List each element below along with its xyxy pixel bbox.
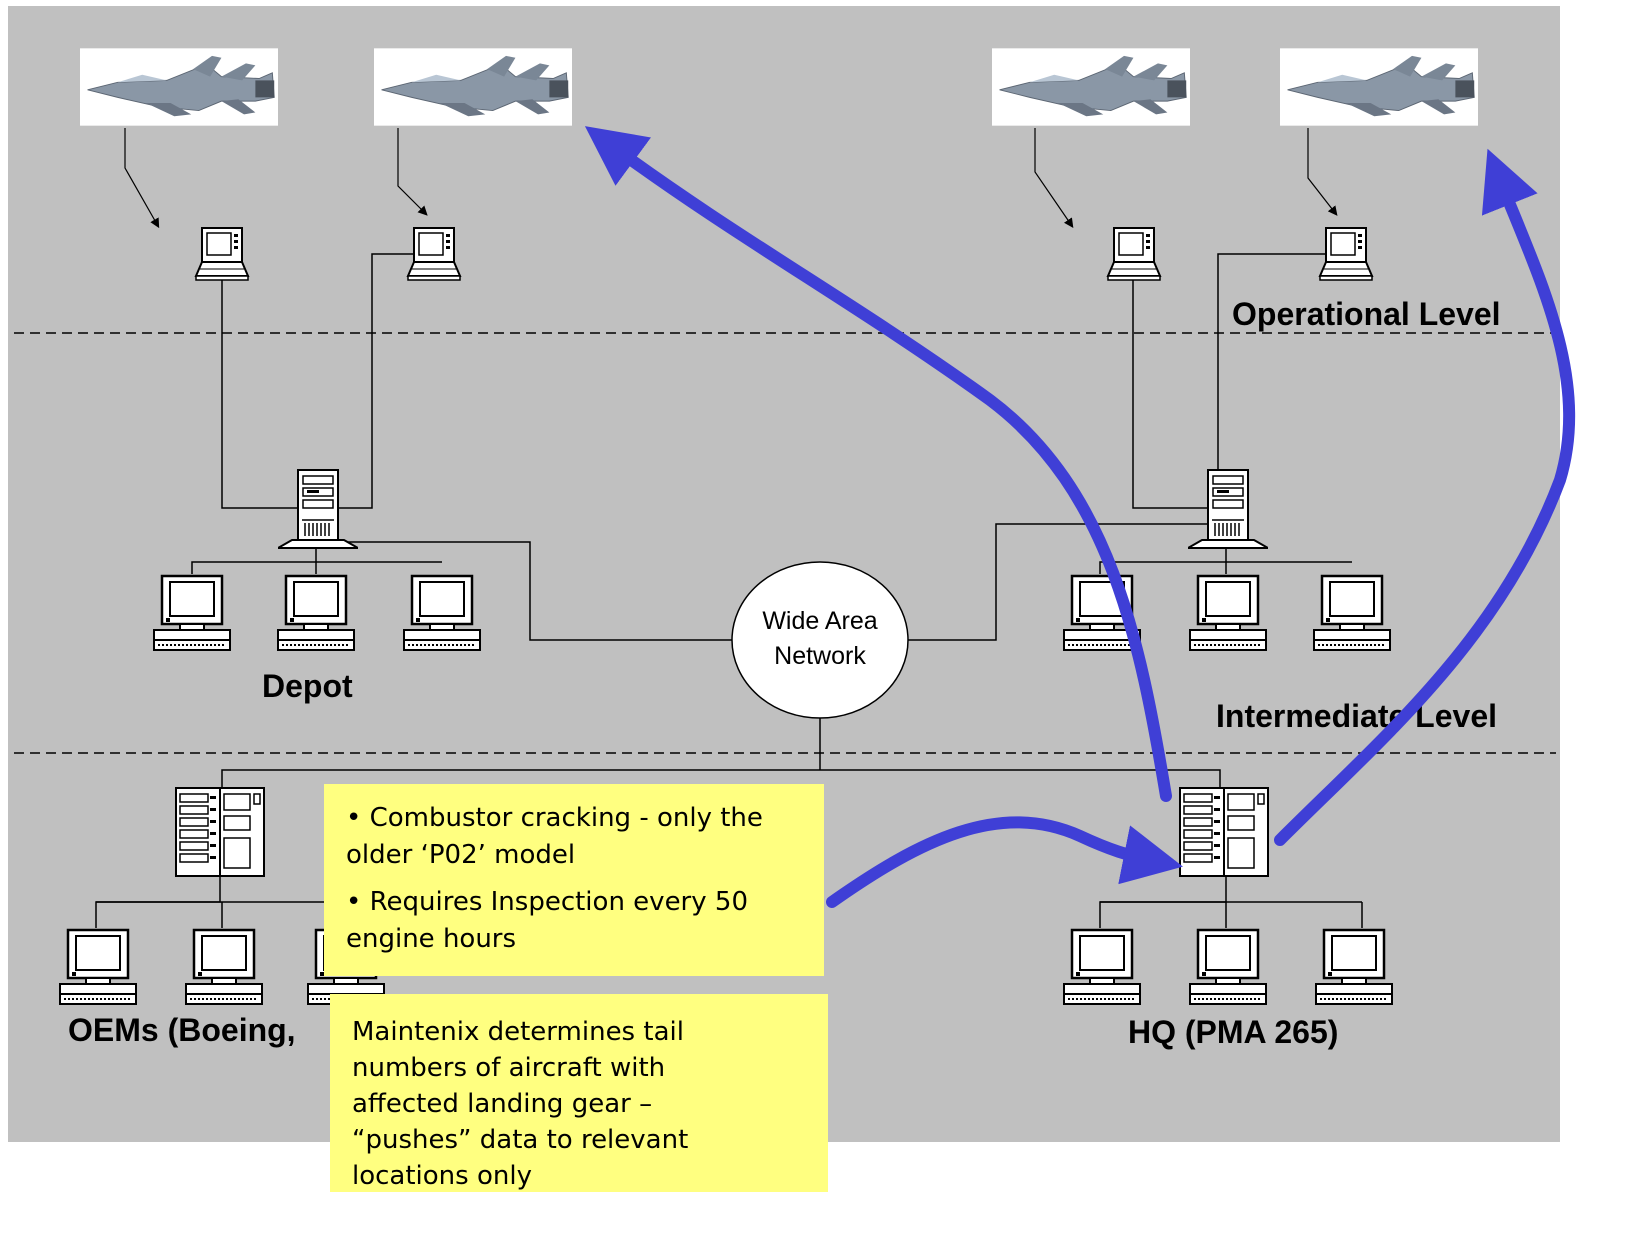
maintenix-callout: Maintenix determines tail numbers of air… xyxy=(330,994,828,1192)
fighter-jet-icon xyxy=(992,48,1190,126)
depot-label: Depot xyxy=(262,668,353,704)
maintenix-callout-text: Maintenix determines tail numbers of air… xyxy=(352,1017,689,1191)
oems-label: OEMs (Boeing, xyxy=(68,1012,296,1048)
desktop-computer-icon xyxy=(1314,928,1394,1006)
laptop-icon xyxy=(407,227,461,281)
fighter-jet-icon xyxy=(80,48,278,126)
desktop-computer-icon xyxy=(152,574,232,652)
hq-label: HQ (PMA 265) xyxy=(1128,1014,1339,1050)
mainframe-icon xyxy=(175,787,265,877)
issue-callout-line1: • Combustor cracking - only the older ‘P… xyxy=(346,803,763,870)
fighter-jet-icon xyxy=(1280,48,1478,126)
issue-callout: • Combustor cracking - only the older ‘P… xyxy=(324,784,824,976)
laptop-icon xyxy=(195,227,249,281)
desktop-computer-icon xyxy=(276,574,356,652)
wan-label: Wide Area Network xyxy=(740,604,900,674)
desktop-computer-icon xyxy=(1062,574,1142,652)
desktop-computer-icon xyxy=(184,928,264,1006)
desktop-computer-icon xyxy=(402,574,482,652)
desktop-computer-icon xyxy=(1312,574,1392,652)
laptop-icon xyxy=(1107,227,1161,281)
wan-label-line2: Network xyxy=(774,642,866,670)
mainframe-icon xyxy=(1179,787,1269,877)
issue-callout-line2: • Requires Inspection every 50 engine ho… xyxy=(346,887,748,954)
laptop-icon xyxy=(1319,227,1373,281)
desktop-computer-icon xyxy=(58,928,138,1006)
intermediate-level-label: Intermediate Level xyxy=(1216,698,1497,734)
fighter-jet-icon xyxy=(374,48,572,126)
desktop-computer-icon xyxy=(1062,928,1142,1006)
wan-label-line1: Wide Area xyxy=(762,607,878,635)
desktop-computer-icon xyxy=(1188,574,1268,652)
operational-level-label: Operational Level xyxy=(1232,296,1501,332)
desktop-computer-icon xyxy=(1188,928,1268,1006)
